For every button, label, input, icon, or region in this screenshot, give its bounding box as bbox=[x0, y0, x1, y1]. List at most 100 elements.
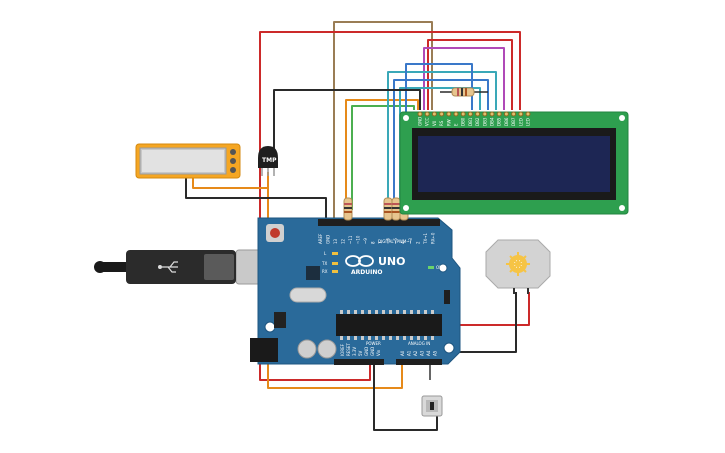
lcd-pin-label: RS bbox=[439, 120, 444, 126]
analog-header[interactable] bbox=[396, 359, 442, 365]
lcd-pin-label: LED bbox=[518, 118, 523, 126]
pin-label: 13 bbox=[333, 238, 338, 244]
resistor-icon[interactable] bbox=[383, 197, 393, 221]
sensor-label: TMP bbox=[262, 157, 277, 164]
lcd-pin-label: VCC bbox=[425, 117, 430, 126]
lcd-pin-label: DB4 bbox=[490, 117, 495, 126]
pin-label: RX←0 bbox=[431, 232, 436, 244]
pin-label: ~6 bbox=[386, 238, 391, 244]
lcd-pin[interactable] bbox=[475, 111, 481, 117]
pin-label: GND bbox=[364, 347, 369, 356]
atmega-chip bbox=[336, 314, 442, 336]
pin-label: A3 bbox=[420, 350, 425, 356]
pin-label: 2 bbox=[416, 241, 421, 244]
mount-hole bbox=[443, 342, 455, 354]
usb-connector-icon bbox=[158, 261, 178, 273]
digital-header[interactable] bbox=[318, 219, 440, 226]
push-button-icon[interactable] bbox=[421, 395, 443, 417]
lcd-pin[interactable] bbox=[460, 111, 466, 117]
led-rx bbox=[332, 270, 338, 273]
pin-label: 7 bbox=[378, 241, 383, 244]
dc-motor-icon[interactable] bbox=[485, 239, 551, 294]
pin-label: A5 bbox=[433, 350, 438, 356]
pin-label: IOREF bbox=[340, 343, 345, 356]
mount-hole bbox=[438, 263, 448, 273]
led-tx bbox=[332, 262, 338, 265]
lcd-pin[interactable] bbox=[503, 111, 509, 117]
power-jack[interactable] bbox=[250, 338, 278, 362]
lcd-pin-label: LED bbox=[526, 118, 531, 126]
pin-label: A0 bbox=[400, 350, 405, 356]
digital-header-label: DIGITAL (PWM~) bbox=[378, 239, 412, 244]
lcd-pin[interactable] bbox=[446, 111, 452, 117]
pin-label: ~9 bbox=[363, 238, 368, 244]
wire-black-button[interactable] bbox=[373, 362, 438, 431]
wire-orange-lcd[interactable] bbox=[345, 99, 419, 210]
lcd-pin[interactable] bbox=[518, 111, 524, 117]
lcd-pin-label: DB5 bbox=[497, 117, 502, 126]
pin-label: RESET bbox=[346, 343, 351, 356]
pin-label: 12 bbox=[341, 238, 346, 244]
wire-black-sensor[interactable] bbox=[185, 178, 327, 232]
led-label-l: L bbox=[324, 251, 327, 256]
pin-label: ~3 bbox=[408, 238, 413, 244]
pin-label: A1 bbox=[407, 350, 412, 356]
pin-label: 3.3V bbox=[352, 347, 357, 356]
resistor-icon[interactable] bbox=[343, 197, 353, 221]
lcd-pin-label: RW bbox=[446, 119, 451, 126]
temperature-sensor-icon[interactable]: TMP bbox=[258, 146, 278, 176]
lcd-pin[interactable] bbox=[439, 111, 445, 117]
lcd-pin-label: DB7 bbox=[511, 117, 516, 126]
lcd-pin[interactable] bbox=[431, 111, 437, 117]
wire-red-5v[interactable] bbox=[259, 31, 521, 381]
pin-label: 5V bbox=[358, 350, 363, 356]
lcd-pin-label: E bbox=[454, 123, 459, 126]
lcd-screen bbox=[418, 136, 610, 192]
pin-label: 4 bbox=[401, 241, 406, 244]
lcd-pin-label: GND bbox=[418, 117, 423, 126]
wire-red-lcd[interactable] bbox=[427, 39, 513, 110]
wire-teal-1[interactable] bbox=[387, 71, 497, 210]
lcd-pin-label: DB6 bbox=[504, 117, 509, 126]
arduino-logo: ARDUINO UNO bbox=[345, 255, 406, 276]
board-brand-label: ARDUINO bbox=[351, 269, 382, 276]
board-model-label: UNO bbox=[378, 255, 406, 268]
lcd-pin[interactable] bbox=[496, 111, 502, 117]
led-l bbox=[332, 252, 338, 255]
lcd-pin-label: DB3 bbox=[482, 117, 487, 126]
arduino-uno-board[interactable]: L TX RX ON ARDUINO UNO DIGITAL (PWM~) PO… bbox=[250, 217, 461, 365]
lcd-pin-label: DB0 bbox=[461, 117, 466, 126]
pin-label: Vin bbox=[376, 349, 381, 356]
usb-cable[interactable] bbox=[94, 249, 285, 285]
lcd-pin[interactable] bbox=[417, 111, 423, 117]
power-header[interactable] bbox=[334, 359, 384, 365]
lcd-pins[interactable] bbox=[417, 111, 531, 117]
lcd-pin-label: DB1 bbox=[468, 117, 473, 126]
slide-potentiometer[interactable] bbox=[135, 143, 241, 179]
wire-brown[interactable] bbox=[333, 21, 433, 232]
lcd-pin[interactable] bbox=[467, 111, 473, 117]
pin-label: ~5 bbox=[393, 238, 398, 244]
pin-label: A2 bbox=[413, 350, 418, 356]
led-label-tx: TX bbox=[321, 261, 327, 266]
wire-green[interactable] bbox=[351, 105, 415, 210]
resistor-icon[interactable] bbox=[391, 197, 401, 221]
lcd-pin[interactable] bbox=[489, 111, 495, 117]
pin-label: ~11 bbox=[348, 235, 353, 244]
lcd-pin[interactable] bbox=[424, 111, 430, 117]
lcd-pin-label: V0 bbox=[432, 120, 437, 126]
lcd-pin[interactable] bbox=[482, 111, 488, 117]
lcd-pin[interactable] bbox=[525, 111, 531, 117]
wire-black-lcd[interactable] bbox=[273, 89, 421, 150]
lcd-pin[interactable] bbox=[453, 111, 459, 117]
wire-blue-1[interactable] bbox=[393, 79, 489, 210]
led-label-on: ON bbox=[436, 265, 442, 270]
resistor-icon[interactable] bbox=[451, 87, 475, 97]
pin-label: GND bbox=[326, 235, 331, 244]
lcd-pin[interactable] bbox=[511, 111, 517, 117]
